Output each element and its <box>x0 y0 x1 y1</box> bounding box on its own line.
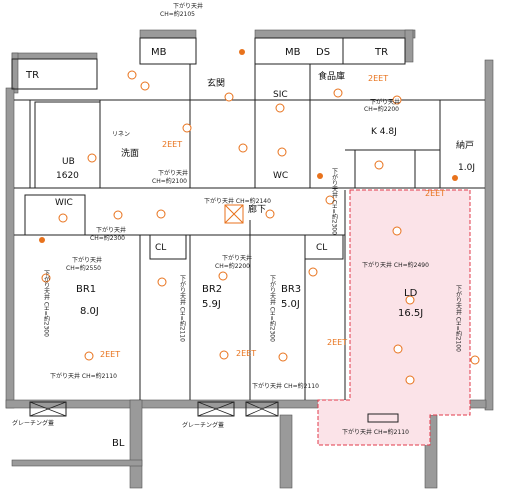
br3-label: BR3 <box>281 284 301 295</box>
sic-label: SIC <box>273 90 288 100</box>
top-shafts <box>11 37 406 90</box>
br2-size: 5.9J <box>202 299 221 310</box>
outlet-tag-1: 2EET <box>368 74 388 83</box>
ceiling-note-top: 下がり天井 <box>173 2 203 10</box>
outlet-tag-5: 2EET <box>327 338 347 347</box>
ds-label: DS <box>316 47 330 58</box>
ceiling-note-br1-vert: 下がり天井 CH=約2300 <box>43 270 50 337</box>
ceiling-note-br2-vert: 下がり天井 CH=約2110 <box>179 275 186 342</box>
ceiling-note-hall: 下がり天井 CH=約2140 <box>204 197 271 205</box>
outlet-tag-3: 2EET <box>100 350 120 359</box>
ld-label: LD <box>404 288 418 299</box>
hallway-hatch <box>224 204 244 224</box>
ceiling-ch-kitchen: CH=約2200 <box>364 105 399 113</box>
ceiling-note-bottom-left: 下がり天井 CH=約2110 <box>50 372 117 380</box>
ceiling-note-wash: 下がり天井 <box>158 169 188 177</box>
cl-label-2: CL <box>316 243 327 253</box>
grating-left <box>29 401 67 417</box>
ld-window-mark <box>367 413 399 423</box>
ceiling-note-bottom-mid: 下がり天井 CH=約2110 <box>252 382 319 390</box>
ceiling-note-br1: 下がり天井 <box>72 256 102 264</box>
wc-label: WC <box>273 171 288 181</box>
grating-label-1: グレーチング蓋 <box>12 419 54 427</box>
ld-area <box>317 189 471 446</box>
ceiling-ch-top: CH=約2105 <box>160 10 195 18</box>
ceiling-note-wic: 下がり天井 <box>96 226 126 234</box>
hallway-label: 廊下 <box>248 203 266 215</box>
grating-label-2: グレーチング蓋 <box>182 421 224 429</box>
ceiling-note-ld: 下がり天井 CH=約2490 <box>362 261 429 269</box>
nando-size: 1.0J <box>458 163 475 173</box>
ceiling-note-br3-vert: 下がり天井 CH=約2300 <box>269 275 276 342</box>
ld-size: 16.5J <box>398 308 423 319</box>
ceiling-note-bottom-ld: 下がり天井 CH=約2110 <box>342 428 409 436</box>
ceiling-notes: 下がり天井 CH=約2105 下がり天井 CH=約2200 下がり天井 CH=約… <box>43 2 462 436</box>
tr-top-label: TR <box>374 47 388 58</box>
pantry-label: 食品庫 <box>318 70 345 82</box>
kitchen-label: K 4.8J <box>371 127 397 137</box>
grating-mid <box>197 401 279 417</box>
genkan-label: 玄関 <box>207 77 225 89</box>
ub-label: UB <box>62 157 75 167</box>
outlet-tag-2: 2EET <box>162 140 182 149</box>
ceiling-note-kitchen: 下がり天井 <box>370 98 400 106</box>
outlet-markers <box>39 49 480 385</box>
br1-label: BR1 <box>76 284 96 295</box>
ub-size: 1620 <box>56 171 79 181</box>
ceiling-ch-br1: CH=約2550 <box>66 264 101 272</box>
room-labels: MB MB DS TR TR 玄関 SIC 食品庫 K 4.8J 納戸 1.0J… <box>12 47 475 449</box>
mb-label-1: MB <box>151 47 167 58</box>
linen-label: リネン <box>112 131 130 138</box>
ceiling-ch-wash: CH=約2100 <box>152 177 187 185</box>
ceiling-note-br2: 下がり天井 <box>222 254 252 262</box>
ceiling-note-hall-vert: 下がり天井 CH=約2300 <box>331 168 338 235</box>
wic-label: WIC <box>55 198 73 208</box>
br1-size: 8.0J <box>80 306 99 317</box>
nando-label: 納戸 <box>456 139 474 151</box>
cl-label-1: CL <box>155 243 166 253</box>
ceiling-ch-wic: CH=約2300 <box>90 234 125 242</box>
interior-walls <box>14 64 485 400</box>
outlet-tag-4: 2EET <box>236 349 256 358</box>
bl-label: BL <box>112 438 125 449</box>
outlet-tag-6: 2EET <box>425 189 445 198</box>
outlet-tags: 2EET 2EET 2EET 2EET 2EET 2EET <box>100 74 445 359</box>
ceiling-ch-br2: CH=約2200 <box>215 262 250 270</box>
tr-left-label: TR <box>25 70 39 81</box>
mb-label-2: MB <box>285 47 301 58</box>
washroom-label: 洗面 <box>121 147 139 159</box>
ceiling-note-ld-vert: 下がり天井 CH=約2100 <box>455 285 462 352</box>
br3-size: 5.0J <box>281 299 300 310</box>
br2-label: BR2 <box>202 284 222 295</box>
